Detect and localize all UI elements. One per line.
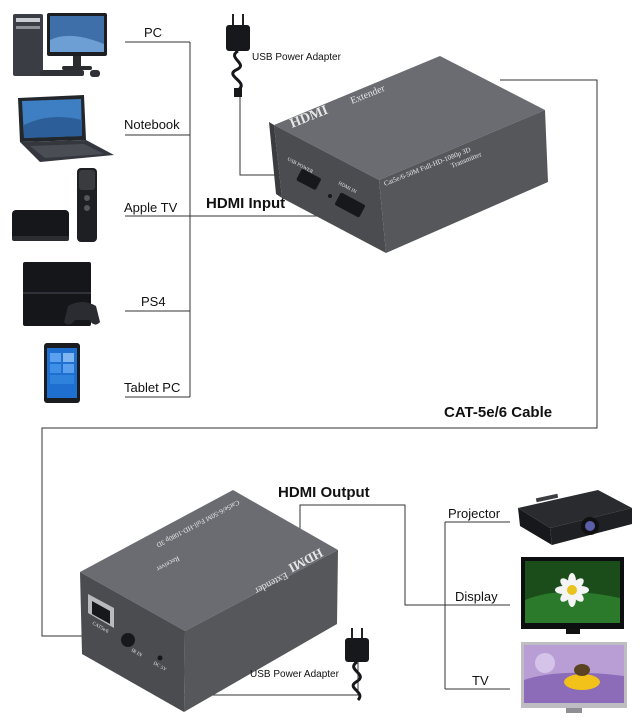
hdmi-input-label: HDMI Input [206, 195, 286, 212]
source-label-notebook: Notebook [124, 117, 180, 132]
power-adapter-bottom-icon [345, 628, 369, 702]
source-label-pc: PC [144, 25, 163, 40]
receiver-port-dc-label: DC 5V [152, 661, 167, 673]
source-label-ps4: PS4 [141, 294, 166, 309]
projector-icon [518, 490, 632, 545]
adapter-bottom-cable [165, 655, 359, 696]
tablet-icon [44, 343, 80, 403]
ps4-icon [23, 262, 100, 326]
cat-cable-line [41, 79, 598, 637]
adapter-label-bottom: USB Power Adapter [250, 669, 339, 680]
output-bus-lines [299, 504, 510, 690]
source-label-apple-tv: Apple TV [124, 200, 178, 215]
display-label-tv: TV [472, 673, 489, 688]
display-icon [521, 557, 624, 634]
usb-power-port [296, 169, 321, 190]
hdmi-in-port [335, 192, 365, 218]
dc-5v-port [157, 655, 163, 661]
display-label-projector: Projector [448, 506, 501, 521]
tv-icon [521, 642, 627, 713]
notebook-icon [18, 95, 114, 162]
receiver-device [80, 490, 338, 712]
transmitter-device [269, 56, 548, 253]
adapter-label-top: USB Power Adapter [252, 52, 341, 63]
cable-label: CAT-5e/6 Cable [444, 404, 553, 421]
display-label-display: Display [455, 589, 498, 604]
pc-icon [13, 13, 107, 77]
hdmi-output-label: HDMI Output [278, 484, 370, 501]
source-label-tablet: Tablet PC [124, 380, 181, 395]
apple-tv-icon [12, 168, 97, 242]
receiver-port-ir-label: IR IN [130, 648, 143, 658]
power-adapter-top-icon [226, 14, 250, 97]
ir-in-port [121, 633, 135, 647]
